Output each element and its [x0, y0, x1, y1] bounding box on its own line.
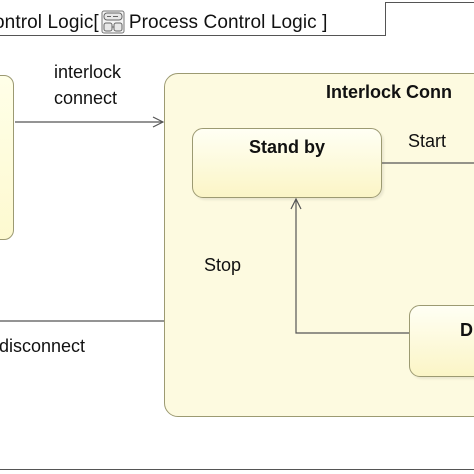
- right-sub-state[interactable]: D: [409, 305, 474, 377]
- frame-title-prefix: ontrol Logic[: [0, 12, 99, 33]
- standby-state-label: Stand by: [248, 137, 325, 157]
- disconnect-label: disconnect: [0, 336, 86, 356]
- composite-state-title: Interlock Conn: [326, 82, 453, 102]
- frame-header-tab: ontrol Logic[ Process Control Logic ]: [0, 2, 386, 36]
- stop-transition: [296, 199, 409, 334]
- interlock-connect-label-line2: connect: [54, 88, 118, 108]
- standby-state[interactable]: Stand by: [192, 128, 382, 198]
- right-sub-state-label: D: [460, 320, 473, 340]
- interlock-connect-label-line1: interlock: [54, 62, 122, 82]
- frame-title-name: Process Control Logic ]: [128, 12, 328, 33]
- state-machine-diagram-icon: [101, 10, 125, 34]
- frame-title: ontrol Logic[ Process Control Logic ]: [0, 10, 328, 34]
- stop-label: Stop: [204, 255, 242, 275]
- start-label: Start: [408, 131, 447, 151]
- left-state-node[interactable]: [0, 75, 14, 240]
